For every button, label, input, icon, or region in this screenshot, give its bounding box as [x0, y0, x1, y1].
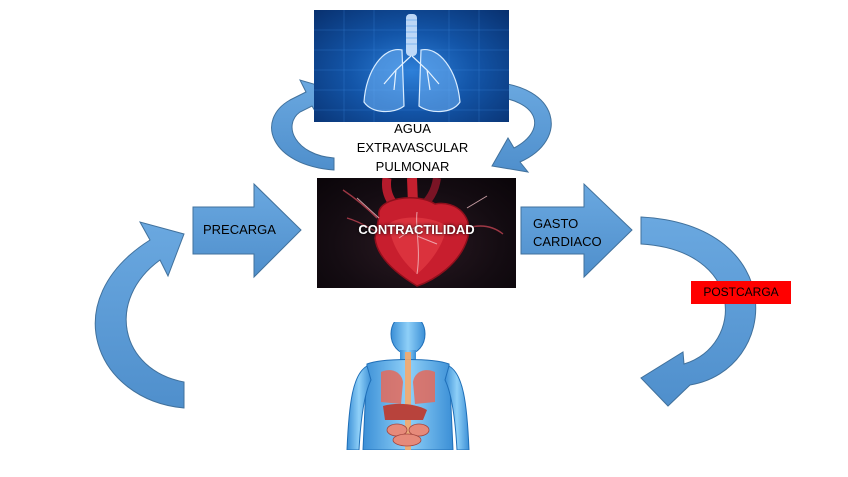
precarga-label: PRECARGA: [203, 222, 276, 237]
curved-arrow-body-to-precarga: [94, 221, 185, 409]
lungs-icon: [314, 10, 509, 122]
postcarga-label: POSTCARGA: [691, 281, 791, 304]
heart-image: CONTRACTILIDAD: [317, 178, 516, 288]
gasto-cardiaco-arrow: [520, 182, 633, 279]
gasto-line-1: GASTO: [533, 216, 579, 231]
heart-icon: [342, 178, 504, 287]
human-body-icon: [346, 322, 470, 450]
gasto-cardiaco-label: GASTO CARDIACO: [533, 215, 602, 251]
gasto-line-2: CARDIACO: [533, 234, 602, 249]
agua-line-2: EXTRAVASCULAR: [356, 140, 469, 155]
precarga-arrow: [192, 182, 302, 279]
agua-line-1: AGUA: [394, 121, 431, 136]
agua-extravascular-label: AGUA EXTRAVASCULAR PULMONAR: [340, 119, 485, 176]
curved-arrow-lungs-to-heart: [489, 81, 552, 173]
contractilidad-label: CONTRACTILIDAD: [358, 222, 475, 237]
lungs-image: [314, 10, 509, 122]
agua-line-3: PULMONAR: [375, 159, 450, 174]
curved-arrow-gasto-to-body: [640, 216, 757, 407]
human-body-image: [257, 322, 559, 450]
